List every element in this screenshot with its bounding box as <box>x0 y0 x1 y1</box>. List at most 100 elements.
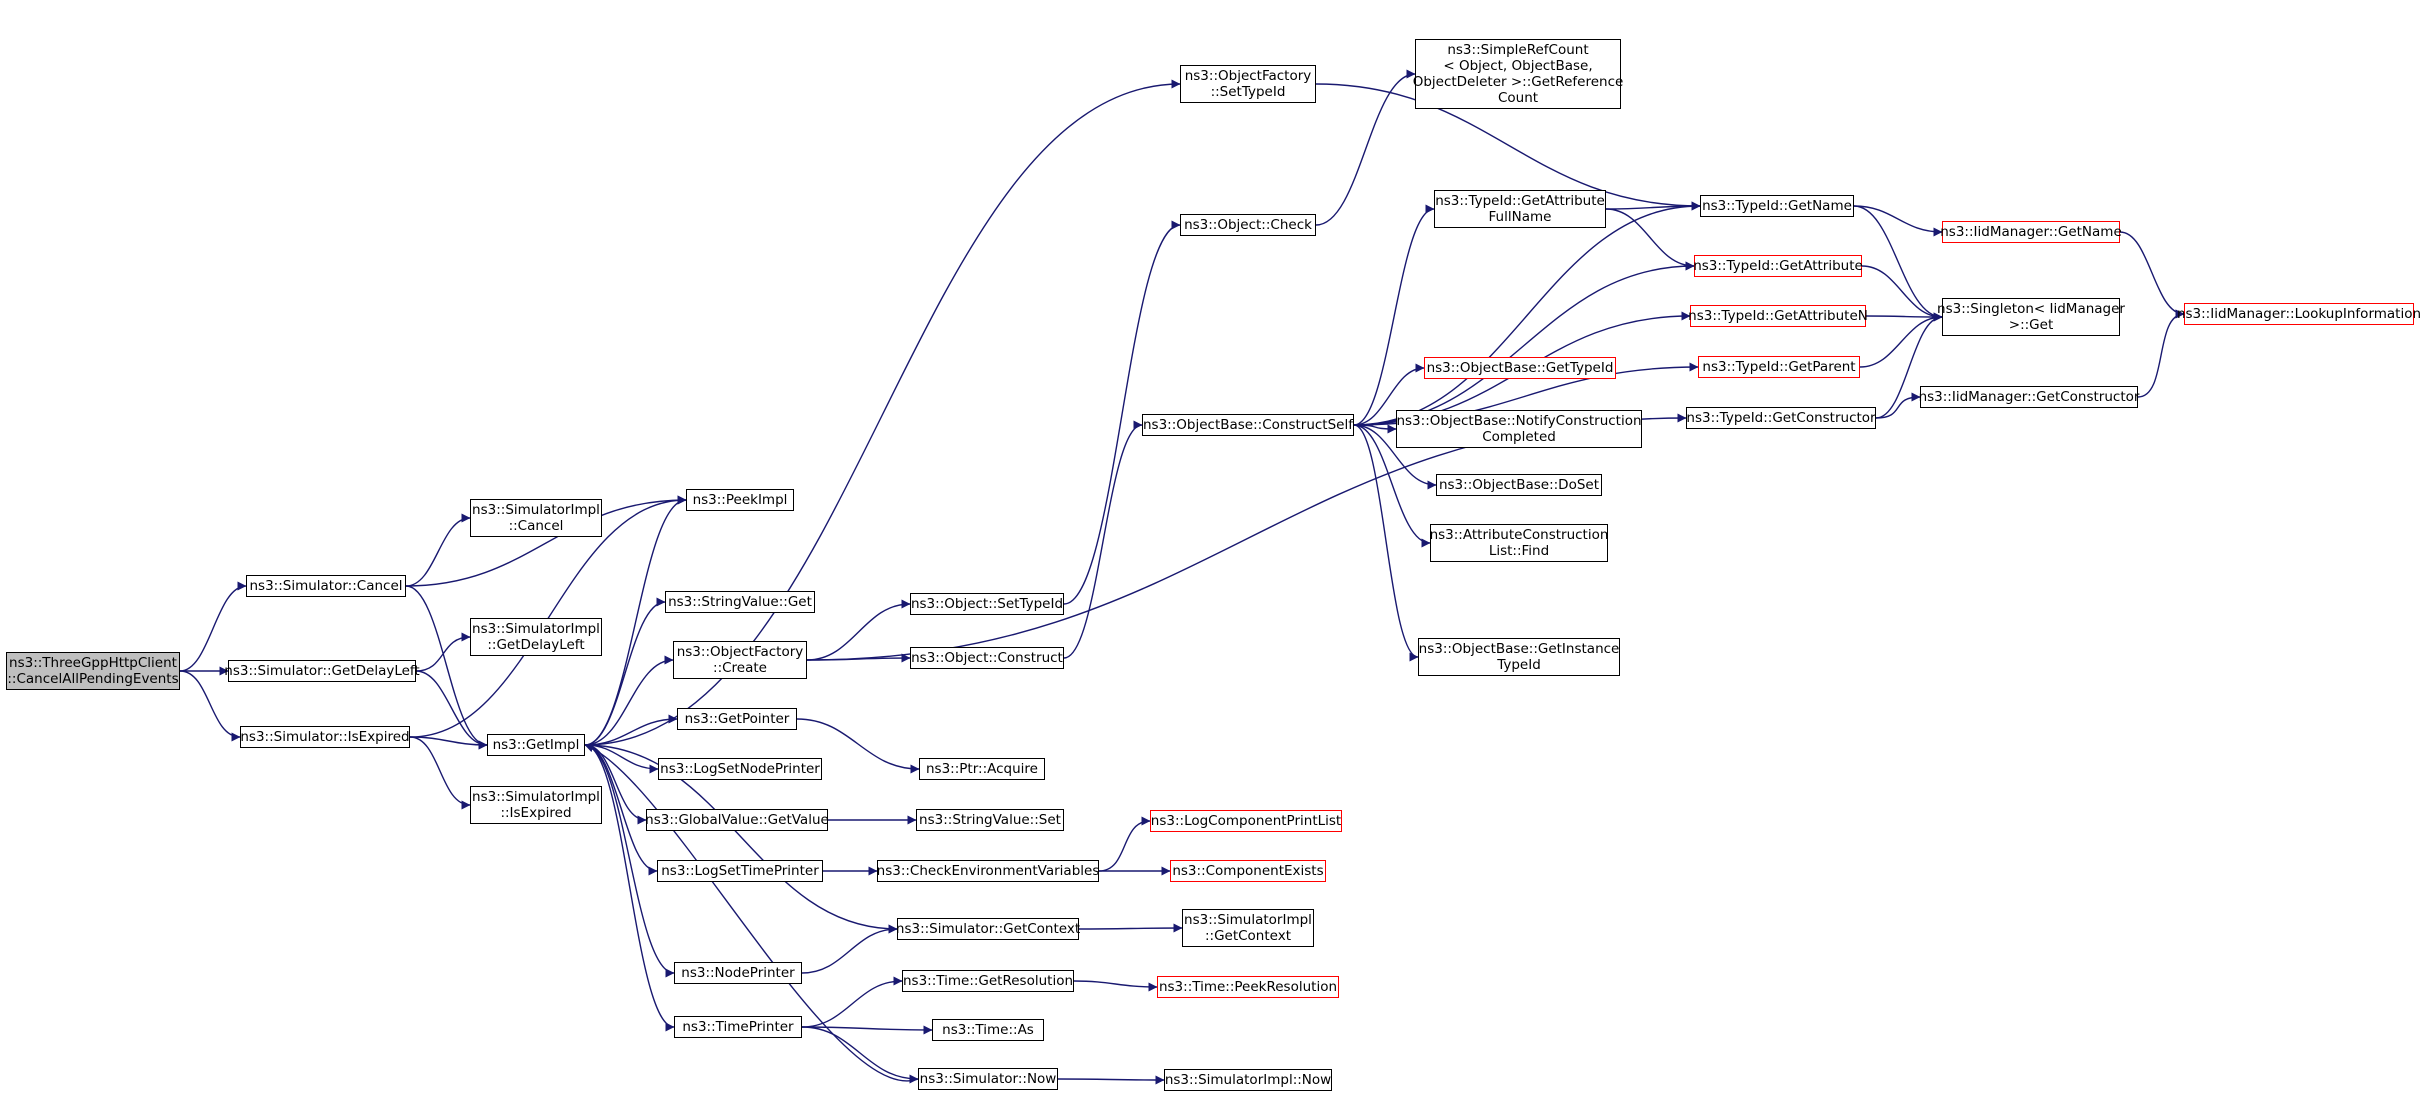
edge-tid_getctor-to-singleton_get <box>1875 312 1943 419</box>
edge-ob_constructself-to-ob_getinstance <box>1353 424 1419 662</box>
node-object-set-type-id[interactable]: ns3::Object::SetTypeId <box>910 593 1064 615</box>
node-objectbase-get-instance-type-id[interactable]: ns3::ObjectBase::GetInstance TypeId <box>1418 638 1620 676</box>
node-iidmanager-lookup-information[interactable]: ns3::IidManager::LookupInformation <box>2177 303 2421 325</box>
edge-getimpl-to-sim_getcontext <box>584 744 898 934</box>
edge-tid_getattrfull-to-tid_getname <box>1605 201 1701 211</box>
node-time-as[interactable]: ns3::Time::As <box>932 1019 1044 1041</box>
node-typeid-get-attribute-full-name[interactable]: ns3::TypeId::GetAttribute FullName <box>1434 190 1606 228</box>
edge-iid_getctor-to-iid_lookup <box>2137 309 2185 398</box>
edge-sim_now-to-impl_now <box>1057 1075 1165 1085</box>
node-simulator-is-expired[interactable]: ns3::Simulator::IsExpired <box>240 726 410 748</box>
edge-obj_construct-to-ob_constructself <box>1063 420 1143 659</box>
edge-ob_constructself-to-tid_getname <box>1353 201 1701 426</box>
edge-time_getres-to-time_peekres <box>1073 980 1158 992</box>
node-stringvalue-get[interactable]: ns3::StringValue::Get <box>665 591 815 613</box>
edge-ob_constructself-to-attr_find <box>1353 424 1431 548</box>
node-object-check[interactable]: ns3::Object::Check <box>1180 214 1316 236</box>
edge-sim_getcontext-to-impl_getcontext <box>1078 923 1183 933</box>
node-stringvalue-set[interactable]: ns3::StringValue::Set <box>916 809 1064 831</box>
node-typeid-get-parent[interactable]: ns3::TypeId::GetParent <box>1698 356 1860 378</box>
edge-sim_isexpired-to-getimpl <box>409 736 488 750</box>
node-objectfactory-create[interactable]: ns3::ObjectFactory ::Create <box>673 641 807 679</box>
node-ptr-acquire[interactable]: ns3::Ptr::Acquire <box>919 758 1045 780</box>
edge-timeprinter-to-time_as <box>801 1025 933 1035</box>
edge-nodeprinter-to-sim_getcontext <box>801 924 898 974</box>
node-singleton-iidmanager-get[interactable]: ns3::Singleton< IidManager >::Get <box>1937 298 2125 336</box>
edge-tid_getparent-to-singleton_get <box>1859 312 1943 368</box>
node-simulatorimpl-get-context[interactable]: ns3::SimulatorImpl ::GetContext <box>1182 909 1314 947</box>
node-objectbase-notify-construction-completed[interactable]: ns3::ObjectBase::NotifyConstruction Comp… <box>1396 410 1642 448</box>
node-simulator-get-context[interactable]: ns3::Simulator::GetContext <box>896 918 1080 940</box>
node-typeid-get-attribute-n[interactable]: ns3::TypeId::GetAttributeN <box>1688 305 1868 327</box>
node-typeid-get-constructor[interactable]: ns3::TypeId::GetConstructor <box>1686 407 1876 429</box>
edge-timeprinter-to-sim_now <box>801 1026 919 1084</box>
edge-getimpl-to-timeprinter <box>584 744 675 1032</box>
edge-tid_getname-to-iid_getname <box>1853 205 1943 237</box>
node-simulator-cancel[interactable]: ns3::Simulator::Cancel <box>246 575 406 597</box>
node-peek-impl[interactable]: ns3::PeekImpl <box>686 489 794 511</box>
node-objectbase-do-set[interactable]: ns3::ObjectBase::DoSet <box>1436 474 1602 496</box>
node-simulatorimpl-get-delay-left[interactable]: ns3::SimulatorImpl ::GetDelayLeft <box>470 618 602 656</box>
edge-tid_getattrfull-to-tid_getattr <box>1605 208 1695 271</box>
edge-root-to-sim_isexpired <box>179 670 241 742</box>
edge-obj_settypeid-to-obj_check <box>1063 220 1181 605</box>
node-globalvalue-get-value[interactable]: ns3::GlobalValue::GetValue <box>645 809 829 831</box>
node-simulatorimpl-cancel[interactable]: ns3::SimulatorImpl ::Cancel <box>470 499 602 537</box>
node-iidmanager-get-name[interactable]: ns3::IidManager::GetName <box>1940 221 2122 243</box>
edge-sim_getdelay-to-getimpl <box>415 670 488 750</box>
edge-tid_getattr-to-singleton_get <box>1861 265 1943 322</box>
edge-checkenv-to-logcompprint <box>1098 816 1151 872</box>
node-time-printer[interactable]: ns3::TimePrinter <box>674 1016 802 1038</box>
node-time-peek-resolution[interactable]: ns3::Time::PeekResolution <box>1157 976 1339 998</box>
edge-ob_constructself-to-ob_doset <box>1353 424 1437 490</box>
edge-ob_constructself-to-ob_gettypeid <box>1353 363 1425 426</box>
edge-root-to-sim_cancel <box>179 581 247 672</box>
edge-sim_getdelay-to-impl_getdelay <box>415 632 471 672</box>
edge-sim_isexpired-to-impl_isexpired <box>409 736 471 810</box>
edge-objfac_create-to-obj_settypeid <box>806 599 911 661</box>
node-attributeconstructionlist-find[interactable]: ns3::AttributeConstruction List::Find <box>1430 524 1608 562</box>
edge-tid_getattrn-to-singleton_get <box>1865 312 1943 322</box>
node-simulator-get-delay-left[interactable]: ns3::Simulator::GetDelayLeft <box>224 660 420 682</box>
node-node-printer[interactable]: ns3::NodePrinter <box>674 962 802 984</box>
edge-ob_constructself-to-tid_getattrfull <box>1353 204 1435 426</box>
node-simulator-now[interactable]: ns3::Simulator::Now <box>918 1068 1058 1090</box>
node-simulatorimpl-is-expired[interactable]: ns3::SimulatorImpl ::IsExpired <box>470 786 602 824</box>
node-check-environment-variables[interactable]: ns3::CheckEnvironmentVariables <box>877 860 1099 882</box>
edge-obj_check-to-simplerefcount <box>1315 69 1416 226</box>
node-get-pointer[interactable]: ns3::GetPointer <box>677 708 797 730</box>
edge-getpointer-to-ptr_acquire <box>796 718 920 774</box>
node-component-exists[interactable]: ns3::ComponentExists <box>1170 860 1326 882</box>
node-objectbase-construct-self[interactable]: ns3::ObjectBase::ConstructSelf <box>1142 414 1354 436</box>
edge-tid_getctor-to-iid_getctor <box>1875 392 1921 419</box>
edge-objfac_settype-to-tid_getname <box>1315 83 1701 211</box>
node-log-component-print-list[interactable]: ns3::LogComponentPrintList <box>1150 810 1342 832</box>
node-objectfactory-set-type-id[interactable]: ns3::ObjectFactory ::SetTypeId <box>1180 65 1316 103</box>
edge-timeprinter-to-time_getres <box>801 976 903 1028</box>
node-iidmanager-get-constructor[interactable]: ns3::IidManager::GetConstructor <box>1919 386 2139 408</box>
edge-getimpl-to-objfac_create <box>584 655 674 746</box>
edge-sim_cancel-to-getimpl <box>405 585 488 750</box>
edge-iid_getname-to-iid_lookup <box>2119 231 2185 319</box>
node-typeid-get-name[interactable]: ns3::TypeId::GetName <box>1700 195 1854 217</box>
edge-getimpl-to-objfac_settype <box>584 79 1181 746</box>
edge-getimpl-to-nodeprinter <box>584 744 675 978</box>
node-object-construct[interactable]: ns3::Object::Construct <box>910 647 1064 669</box>
node-simulatorimpl-now[interactable]: ns3::SimulatorImpl::Now <box>1164 1069 1332 1091</box>
edge-sim_cancel-to-impl_cancel <box>405 513 471 587</box>
edge-sim_cancel-to-peekimpl <box>405 495 687 587</box>
edge-sim_now-to-getimpl <box>584 743 919 1082</box>
edge-tid_getname-to-singleton_get <box>1853 205 1943 322</box>
edge-ob_constructself-to-tid_getattr <box>1353 261 1695 426</box>
node-objectbase-get-type-id[interactable]: ns3::ObjectBase::GetTypeId <box>1424 357 1616 379</box>
edge-getimpl-to-strval_get <box>584 597 666 746</box>
node-typeid-get-attribute[interactable]: ns3::TypeId::GetAttribute <box>1693 255 1863 277</box>
node-time-get-resolution[interactable]: ns3::Time::GetResolution <box>902 970 1074 992</box>
node-simplerefcount-get-reference-count[interactable]: ns3::SimpleRefCount < Object, ObjectBase… <box>1413 39 1623 109</box>
node-log-set-node-printer[interactable]: ns3::LogSetNodePrinter <box>658 758 822 780</box>
node-log-set-time-printer[interactable]: ns3::LogSetTimePrinter <box>657 860 823 882</box>
node-root-cancel-all-pending-events[interactable]: ns3::ThreeGppHttpClient ::CancelAllPendi… <box>6 652 180 690</box>
node-get-impl[interactable]: ns3::GetImpl <box>487 734 585 756</box>
